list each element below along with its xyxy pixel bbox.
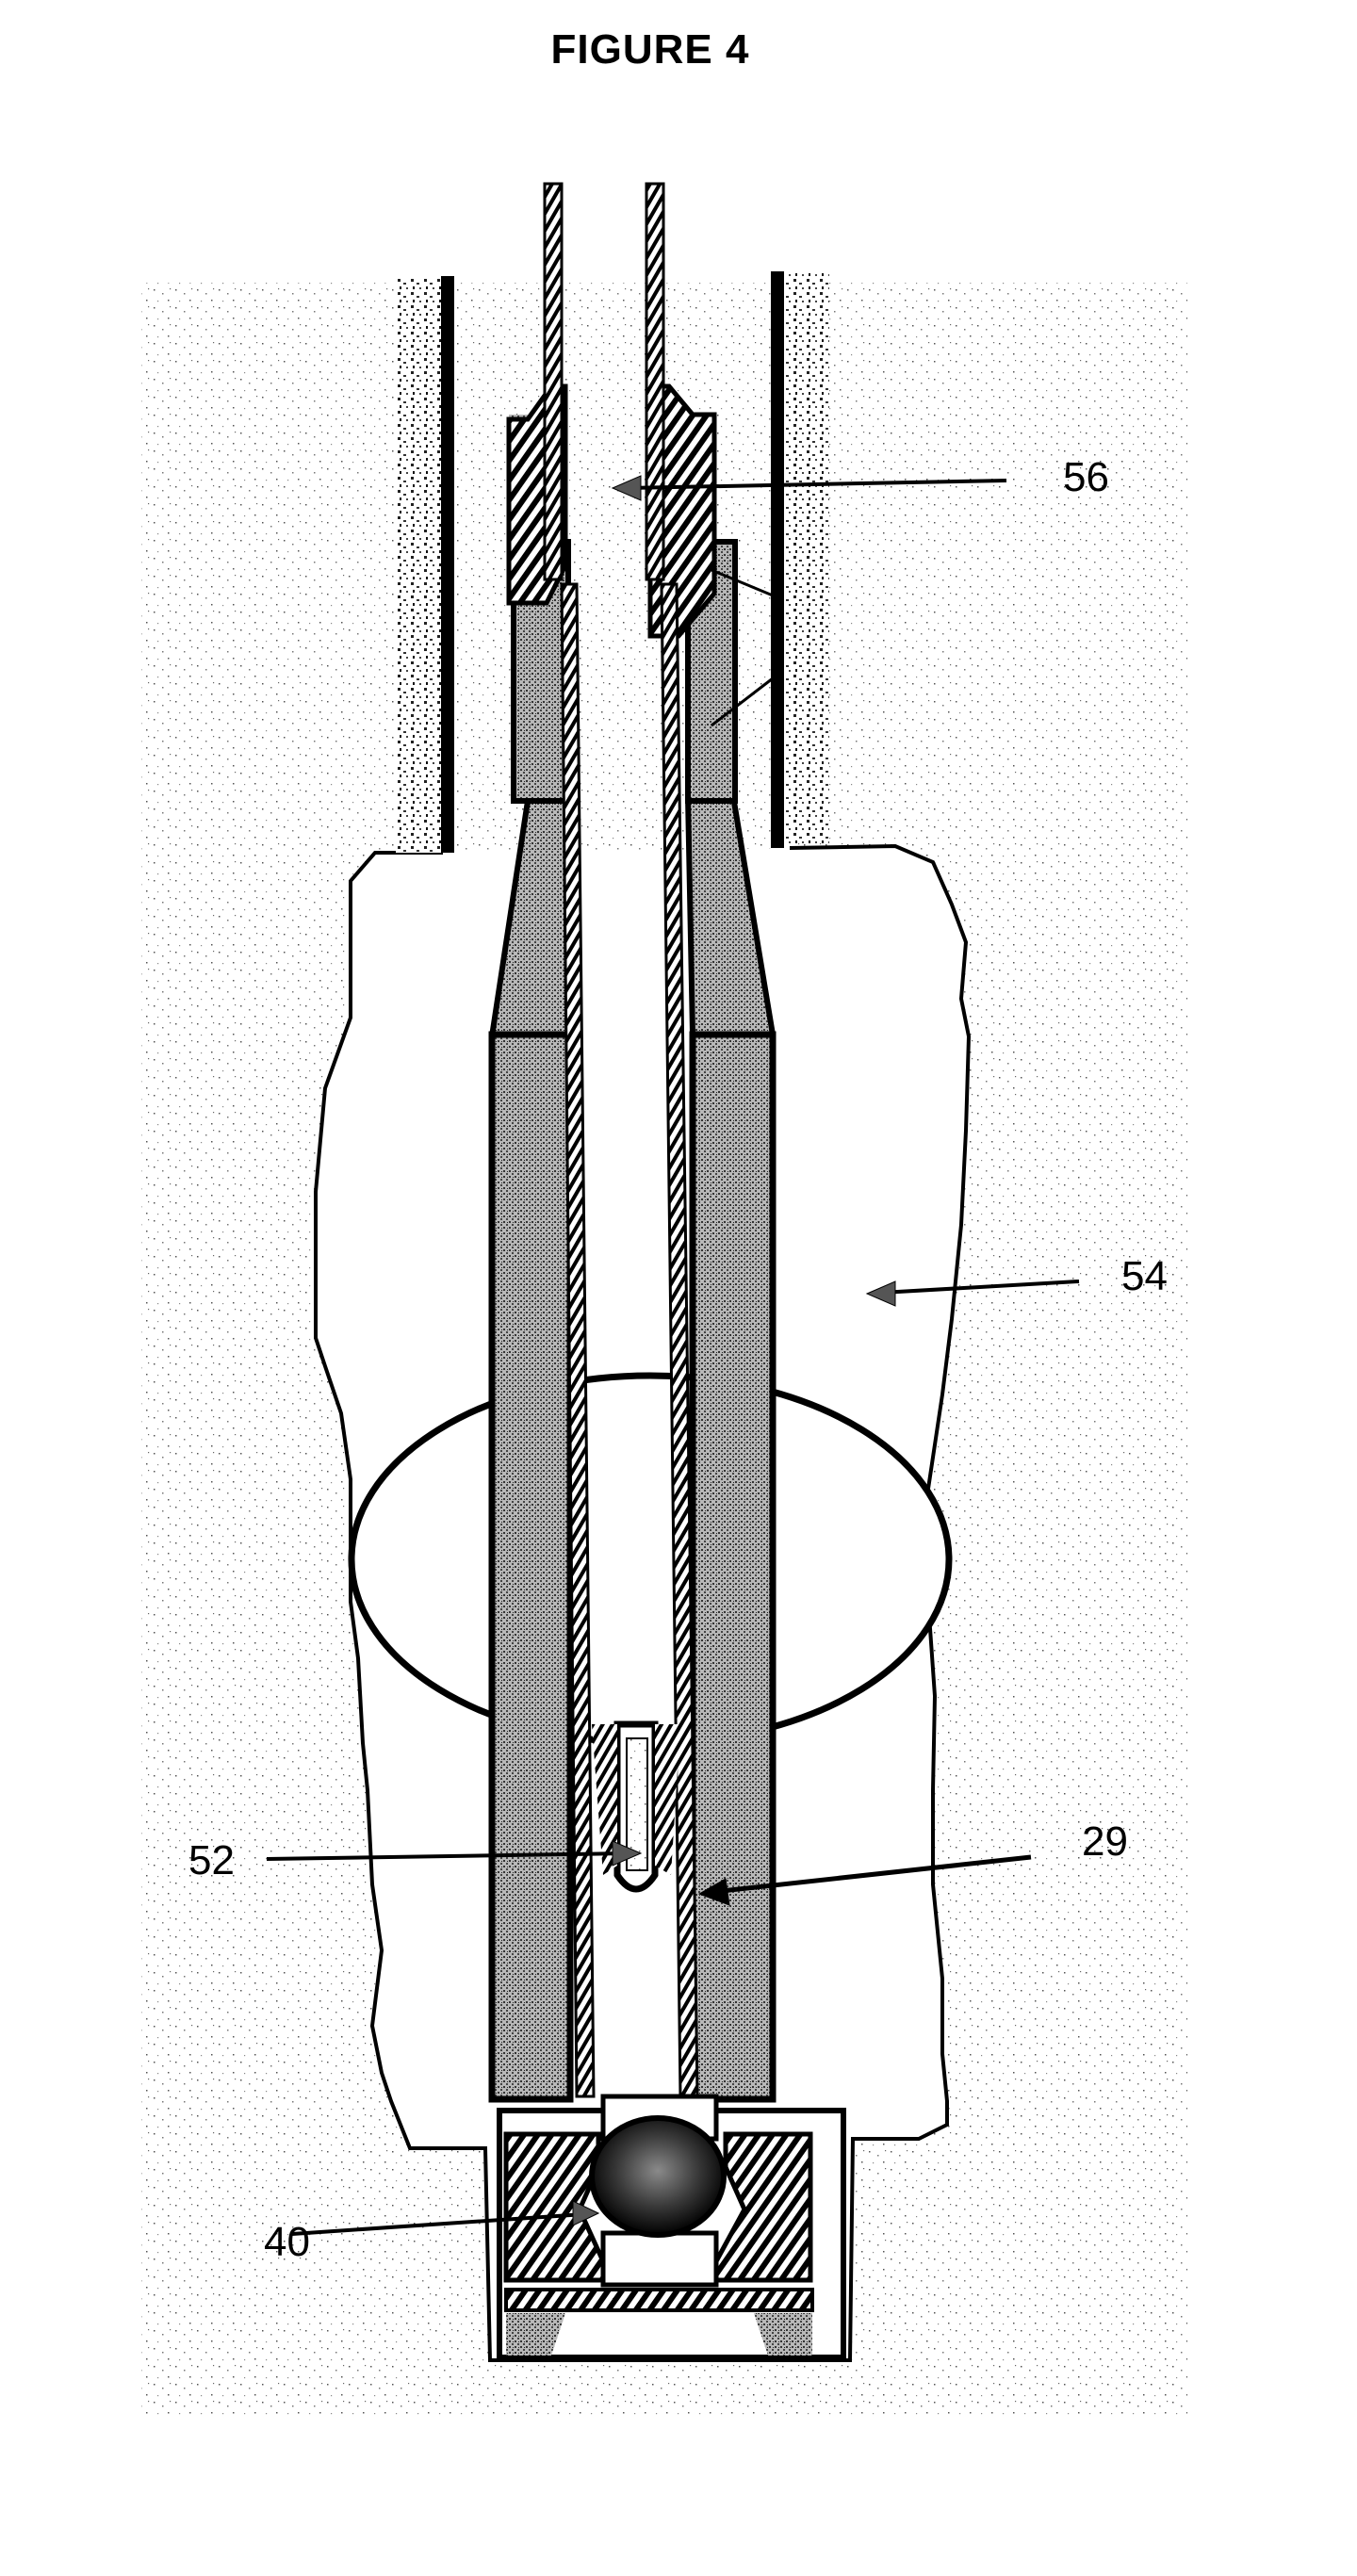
label-56: 56 [1063, 454, 1109, 500]
dart-plug-inner [626, 1737, 648, 1871]
leader-upper-sleeve [711, 568, 774, 597]
shoe-foot-right [754, 2313, 812, 2356]
figure-title: FIGURE 4 [550, 26, 750, 73]
packer-element-right [689, 1031, 777, 2103]
coupling-right [647, 383, 717, 639]
shoe-foot-left [506, 2313, 565, 2356]
leader-upper-sleeve-2 [711, 677, 774, 727]
underreamed-bulb [348, 1372, 953, 1747]
shoe-lower-plate [504, 2288, 814, 2312]
dart-seal-left [592, 1724, 617, 1875]
leader-54 [865, 1280, 1080, 1307]
shoe-flow-port [600, 2230, 719, 2288]
casing-right-wall [771, 271, 784, 848]
leader-56 [611, 475, 1007, 501]
label-54: 54 [1121, 1253, 1168, 1299]
packer-element-left [488, 1031, 574, 2103]
shoe-seat-left [503, 2131, 606, 2283]
cement-right [782, 273, 829, 843]
tubing-right-wall-upper [645, 182, 665, 581]
tubing-left-wall-upper [543, 182, 564, 581]
leader-52 [266, 1840, 643, 1867]
cement-left [396, 278, 441, 853]
label-29: 29 [1082, 1818, 1128, 1865]
label-52: 52 [188, 1837, 235, 1883]
tubing-left-wall [560, 582, 596, 2098]
seat-ball [589, 2115, 727, 2238]
leader-40 [291, 2200, 600, 2236]
label-40: 40 [264, 2219, 310, 2265]
casing-left-wall [441, 276, 454, 853]
dart-seal-right [655, 1724, 680, 1875]
leader-29 [697, 1854, 1032, 1906]
